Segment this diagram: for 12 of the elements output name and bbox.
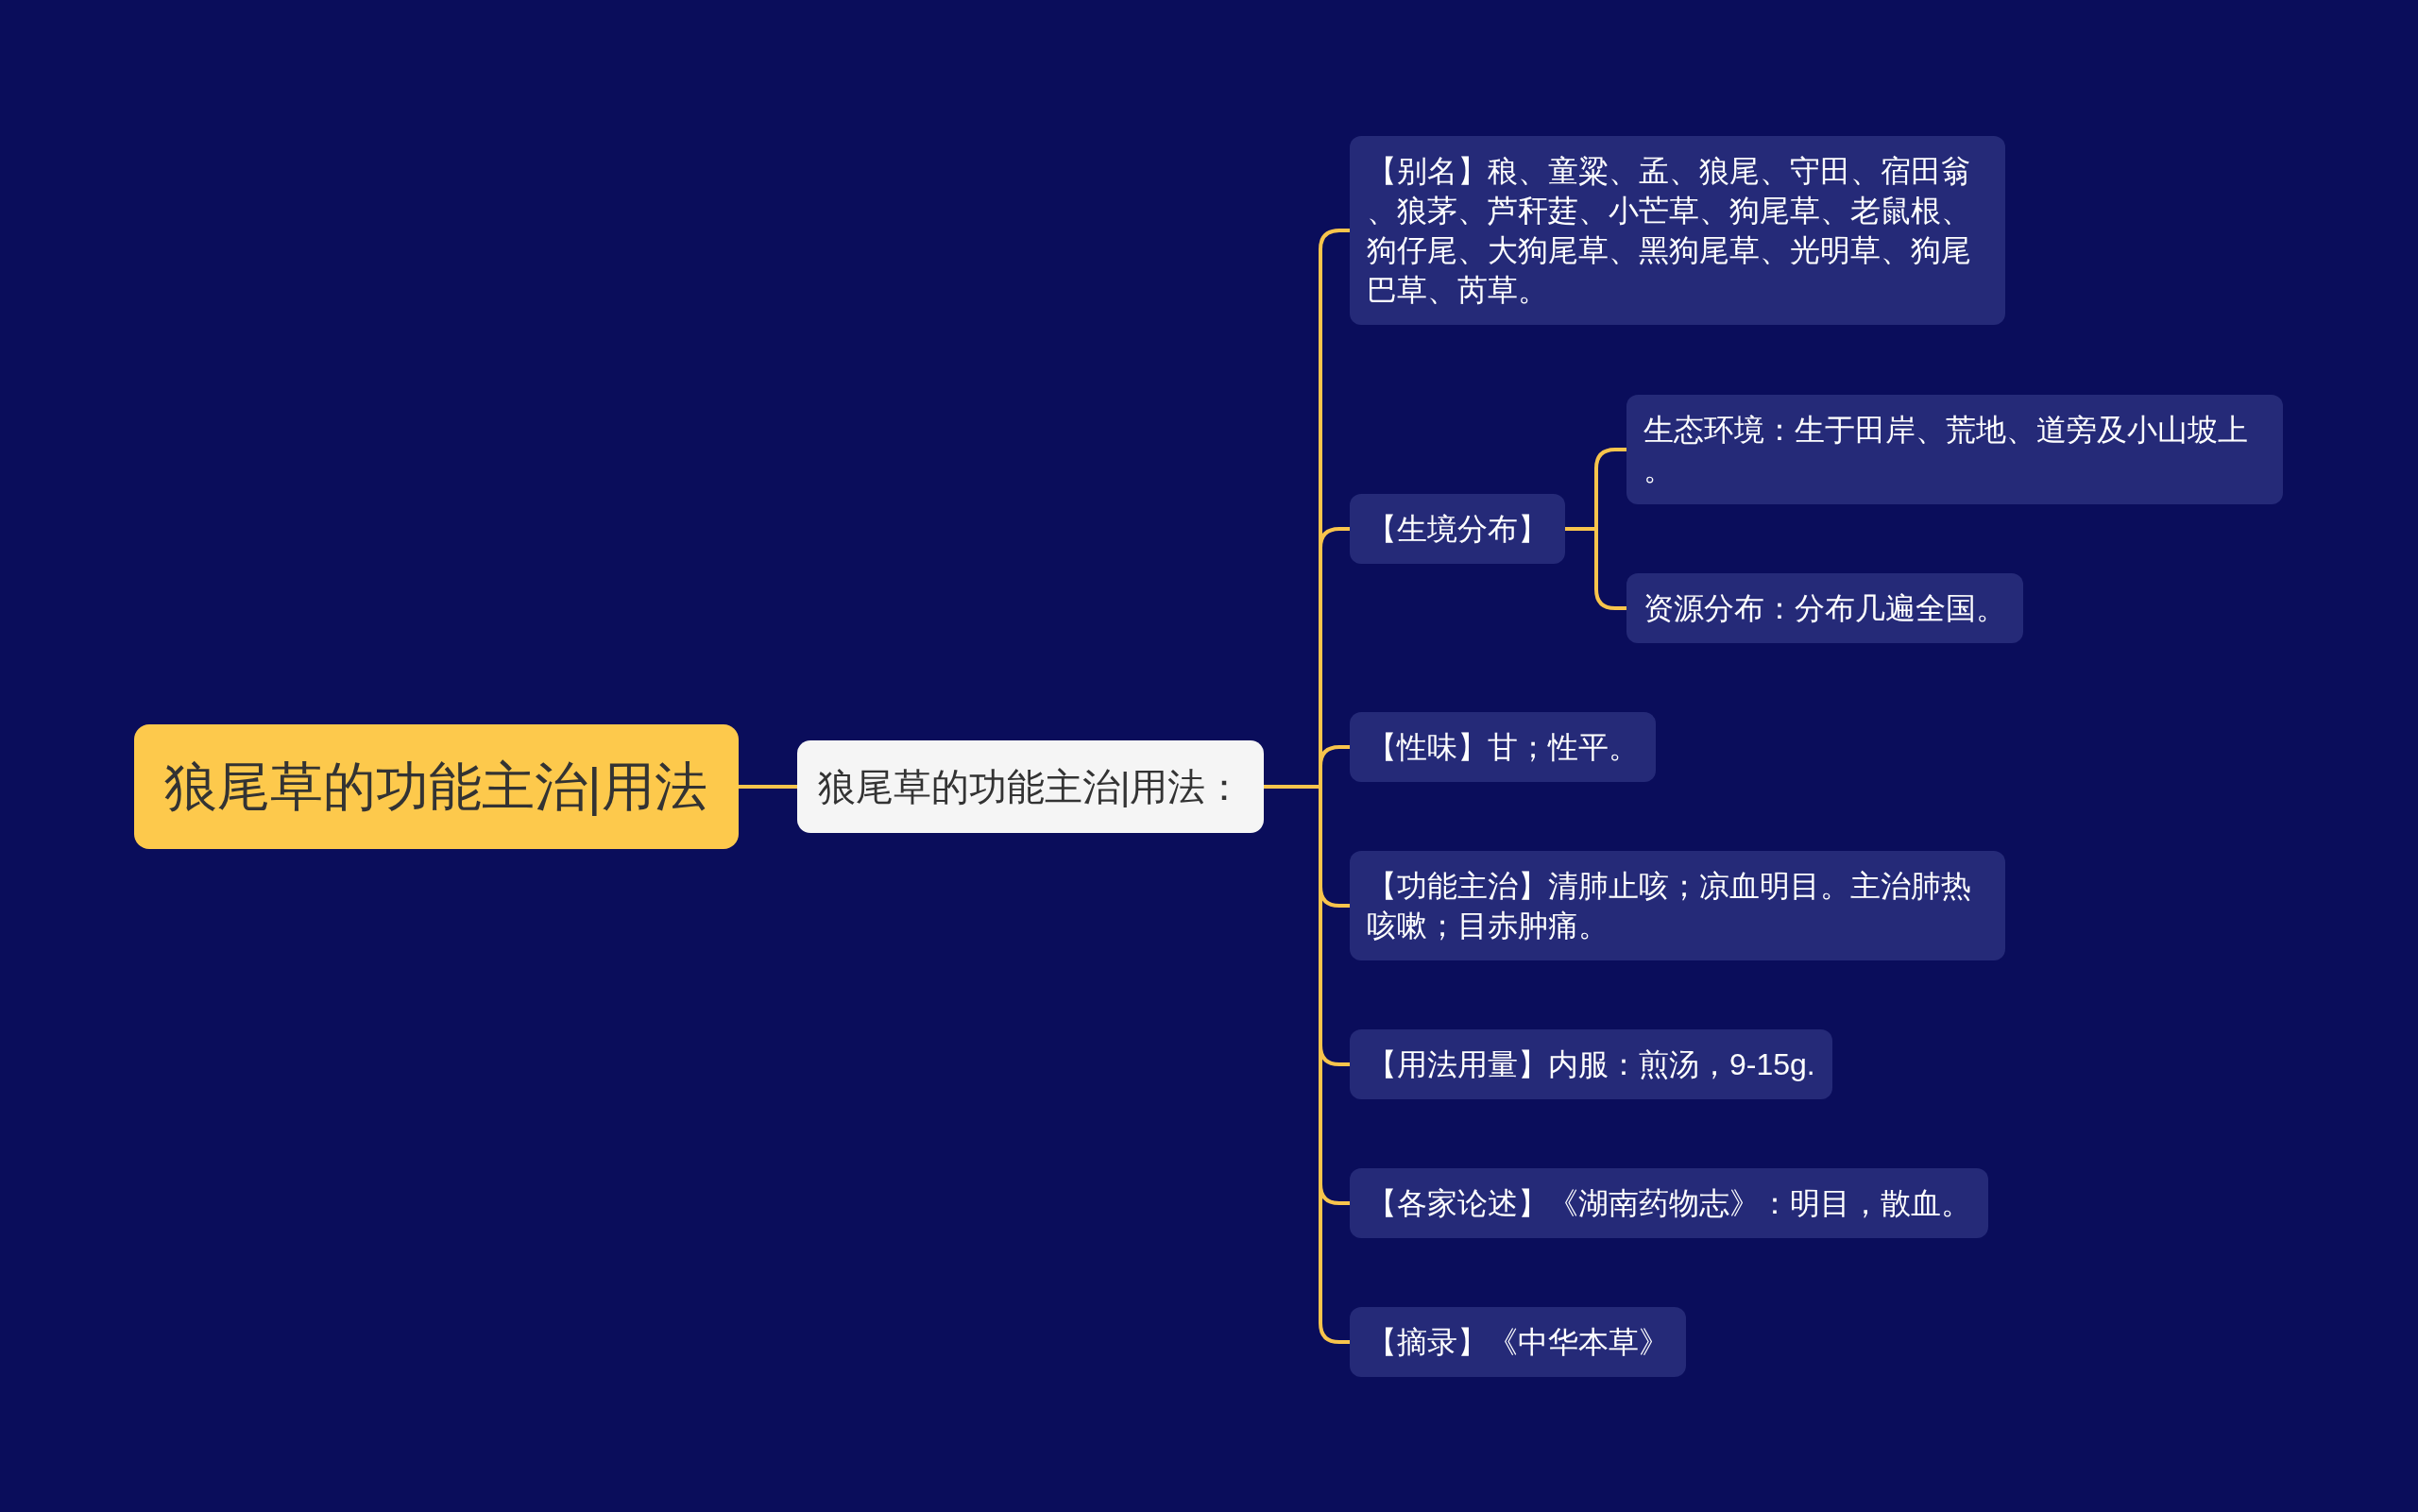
- topic-box: 【各家论述】《湖南药物志》：明目，散血。: [1350, 1168, 1988, 1238]
- connector-line: [739, 785, 797, 789]
- subtopic-box: 狼尾草的功能主治|用法：: [797, 740, 1265, 833]
- topic-box: 【功能主治】清肺止咳；凉血明目。主治肺热咳嗽；目赤肿痛。: [1350, 851, 2005, 960]
- central-topic-box: 狼尾草的功能主治|用法: [134, 724, 739, 849]
- topic-box: 资源分布：分布几遍全国。: [1626, 573, 2023, 643]
- topic-box: 【摘录】《中华本草》: [1350, 1307, 1686, 1377]
- topic-box: 【用法用量】内服：煎汤，9-15g.: [1350, 1029, 1832, 1099]
- topic-box: 【生境分布】: [1350, 494, 1565, 564]
- topic-box: 生态环境：生于田岸、荒地、道旁及小山坡上。: [1626, 395, 2283, 504]
- topic-box: 【别名】稂、童粱、孟、狼尾、守田、宿田翁、狼茅、芦秆莛、小芒草、狗尾草、老鼠根、狗仔尾、大狗尾草、黑狗尾草、光明草、狗尾巴草、芮草。: [1350, 136, 2005, 325]
- topic-box: 【性味】甘；性平。: [1350, 712, 1656, 782]
